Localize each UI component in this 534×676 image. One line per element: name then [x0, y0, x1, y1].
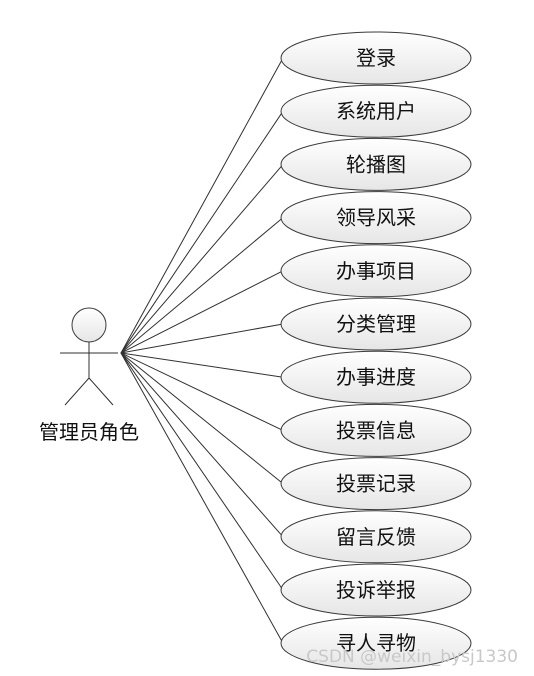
use-case: 投诉举报	[280, 563, 472, 617]
use-case-ellipse	[280, 31, 472, 85]
use-case-ellipse	[280, 350, 472, 404]
use-case: 寻人寻物	[280, 616, 472, 670]
connector-line	[120, 270, 284, 354]
use-case-list: 登录系统用户轮播图领导风采办事项目分类管理办事进度投票信息投票记录留言反馈投诉举…	[280, 31, 472, 670]
use-case: 登录	[280, 31, 472, 85]
use-case-label: 投诉举报	[336, 578, 416, 602]
use-case-label: 轮播图	[346, 152, 406, 176]
use-case: 分类管理	[280, 297, 472, 351]
connector-line	[120, 352, 284, 484]
connector-line	[120, 352, 284, 431]
use-case-label: 投票信息	[336, 418, 416, 442]
stick-figure-actor-icon	[60, 307, 118, 406]
use-case: 留言反馈	[280, 510, 472, 564]
use-case-label: 分类管理	[336, 312, 416, 336]
use-case-label: 办事进度	[336, 365, 416, 389]
use-case-ellipse	[280, 244, 472, 298]
use-case: 系统用户	[280, 84, 472, 138]
use-case: 投票信息	[280, 403, 472, 457]
watermark: CSDN @weixin_bysj1330	[306, 647, 518, 667]
use-case: 轮播图	[280, 137, 472, 191]
actor-connectors	[120, 57, 284, 644]
use-case-ellipse	[280, 403, 472, 457]
use-case: 投票记录	[280, 457, 472, 511]
connector-line	[120, 352, 284, 538]
connector-line	[120, 352, 284, 591]
use-case-ellipse	[280, 191, 472, 245]
actor: 管理员角色	[39, 307, 139, 444]
use-case-label: 留言反馈	[336, 525, 416, 549]
use-case-label: 领导风采	[336, 206, 416, 230]
actor-label: 管理员角色	[39, 420, 139, 444]
connector-line	[120, 57, 284, 354]
use-case: 领导风采	[280, 191, 472, 245]
use-case-ellipse	[280, 84, 472, 138]
connector-line	[120, 164, 284, 354]
connector-line	[120, 352, 284, 644]
use-case-ellipse	[280, 457, 472, 511]
use-case-ellipse	[280, 616, 472, 670]
use-case-label: 投票记录	[336, 472, 416, 496]
connector-line	[120, 110, 284, 354]
connector-line	[120, 323, 284, 354]
use-case-ellipse	[280, 137, 472, 191]
use-case: 办事项目	[280, 244, 472, 298]
connector-line	[120, 352, 284, 378]
connector-line	[120, 217, 284, 354]
use-case-label: 登录	[356, 46, 396, 70]
use-case-ellipse	[280, 563, 472, 617]
use-case-ellipse	[280, 510, 472, 564]
use-case-label: 系统用户	[336, 99, 416, 123]
use-case-ellipse	[280, 297, 472, 351]
use-case: 办事进度	[280, 350, 472, 404]
use-case-label: 办事项目	[336, 259, 416, 283]
use-case-label: 寻人寻物	[336, 631, 416, 655]
